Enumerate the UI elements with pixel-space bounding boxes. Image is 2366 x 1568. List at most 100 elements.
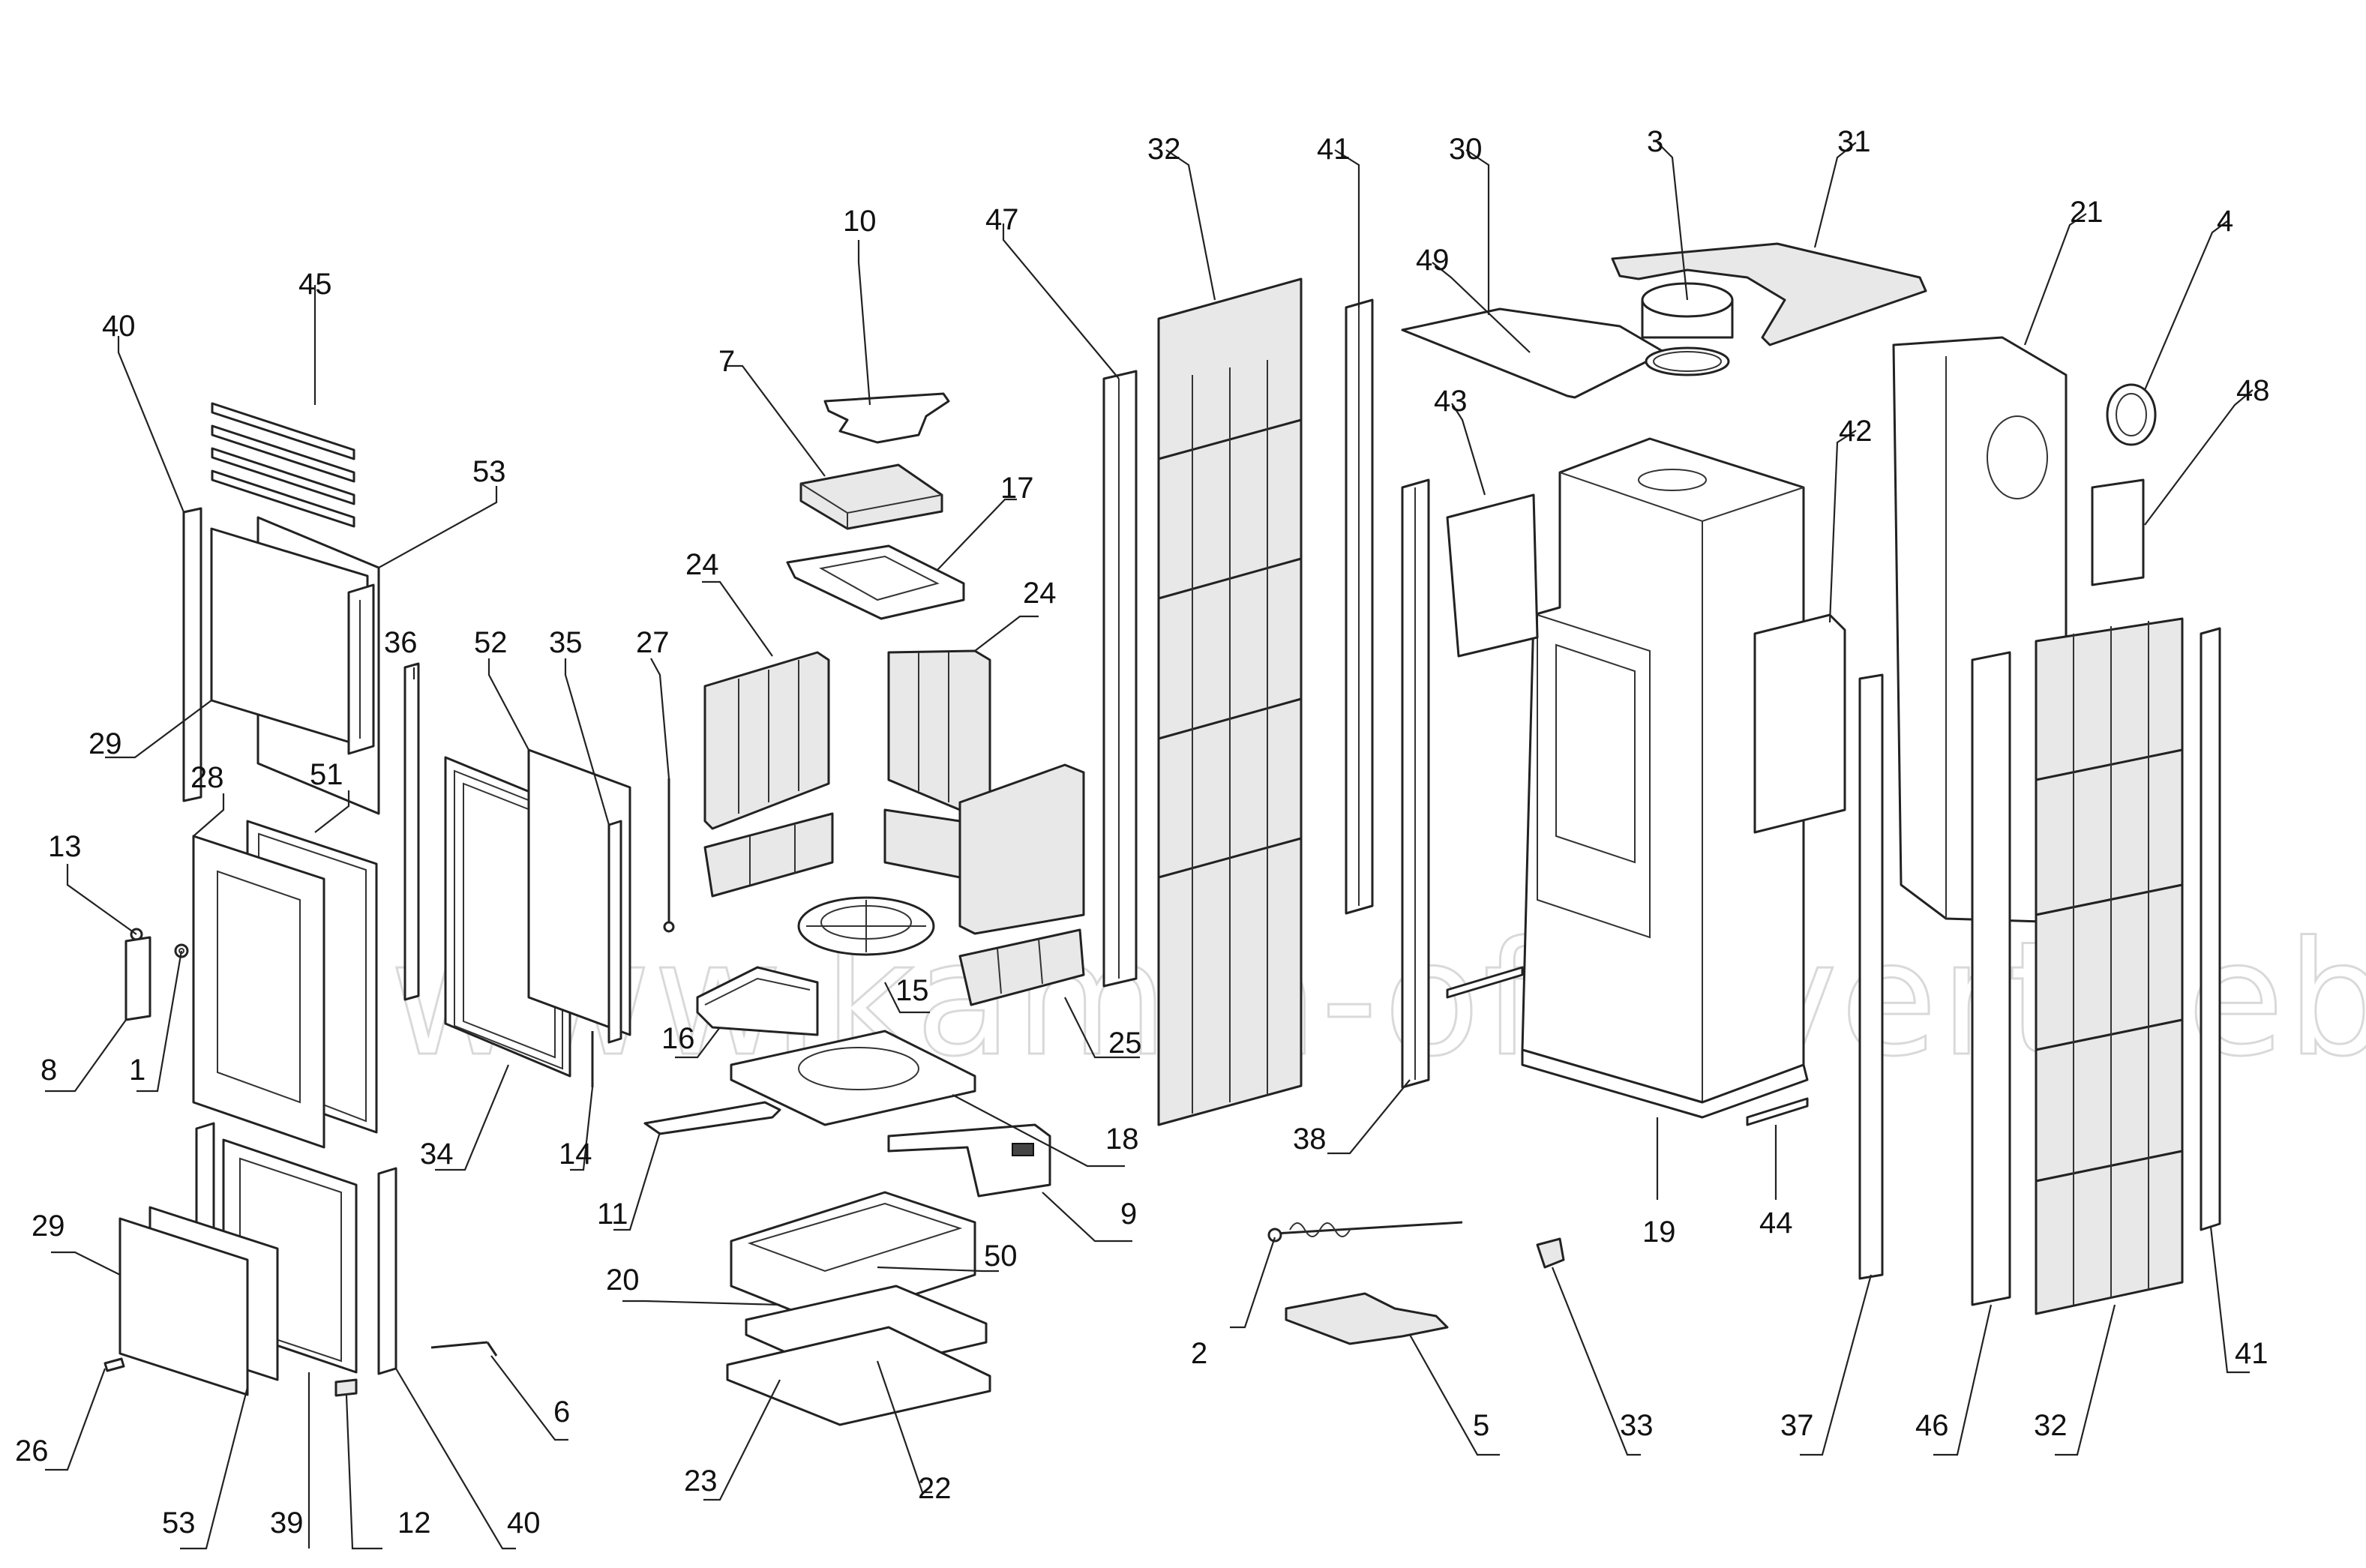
label-28: 28 — [190, 761, 224, 794]
part-37-rail — [1858, 673, 1884, 1280]
part-42-side-panel — [1753, 613, 1846, 834]
label-9: 9 — [1120, 1198, 1137, 1231]
label-12: 12 — [397, 1507, 431, 1540]
part-28-glass-frame — [192, 835, 325, 1149]
part-24-left-lower — [703, 812, 834, 898]
label-30: 30 — [1449, 133, 1483, 166]
part-24-right-lower — [883, 808, 961, 879]
part-26-clip — [103, 1357, 125, 1372]
label-17: 17 — [1000, 472, 1034, 505]
part-18-base-plate — [730, 1030, 976, 1126]
label-16: 16 — [661, 1022, 695, 1055]
label-31: 31 — [1837, 125, 1871, 158]
part-38-column — [1401, 478, 1430, 1089]
part-41-side-rail-b — [2200, 627, 2221, 1231]
label-27: 27 — [636, 626, 670, 659]
label-33: 33 — [1620, 1409, 1654, 1442]
part-33-handle — [1536, 1237, 1565, 1269]
part-40-side-strip-bottom — [377, 1167, 397, 1375]
label-25: 25 — [1108, 1027, 1142, 1060]
label-2: 2 — [1191, 1337, 1207, 1370]
part-36-strip — [403, 662, 420, 1001]
label-24-left: 24 — [685, 548, 719, 581]
label-26: 26 — [15, 1435, 49, 1468]
part-31-top-cover — [1611, 242, 1927, 346]
part-47-side-rail — [1102, 370, 1138, 988]
part-3-collar — [1641, 282, 1734, 339]
part-24-right-brick — [887, 649, 991, 811]
label-29-bottom: 29 — [31, 1210, 65, 1243]
part-17-tray — [786, 544, 965, 620]
label-8: 8 — [40, 1054, 57, 1087]
part-48-label-plate — [2091, 478, 2145, 586]
label-36: 36 — [384, 626, 418, 659]
label-20: 20 — [606, 1264, 640, 1297]
part-46-rail — [1971, 651, 2011, 1306]
label-43: 43 — [1434, 385, 1468, 418]
label-18: 18 — [1105, 1123, 1139, 1156]
part-41-side-rail-a — [1345, 298, 1374, 915]
label-53-top: 53 — [472, 455, 506, 488]
part-side-bracket-top — [347, 583, 375, 755]
part-24-left-brick — [703, 651, 830, 830]
part-7-brick — [799, 463, 943, 530]
part-40-side-strip-top — [182, 507, 202, 802]
label-40-top: 40 — [102, 310, 136, 343]
label-35: 35 — [549, 626, 583, 659]
part-25-grate-holder — [958, 928, 1085, 1006]
label-40-bottom: 40 — [507, 1507, 541, 1540]
label-44: 44 — [1759, 1207, 1793, 1240]
part-49-ring — [1645, 346, 1730, 376]
part-10-baffle — [823, 392, 950, 444]
part-12-clip — [334, 1378, 358, 1397]
part-19-stove-body — [1521, 437, 1809, 1119]
part-52-gasket — [527, 748, 631, 1036]
label-4: 4 — [2217, 205, 2233, 238]
label-3: 3 — [1647, 125, 1663, 158]
part-4-ring — [2106, 383, 2157, 446]
label-41-b: 41 — [2235, 1337, 2269, 1370]
part-29-glass-bottom — [118, 1217, 249, 1396]
part-2-spring-rod — [1267, 1221, 1463, 1243]
label-7: 7 — [718, 345, 735, 378]
label-23: 23 — [684, 1465, 718, 1498]
part-30-top-plate — [1401, 307, 1666, 399]
part-35-strip — [607, 820, 622, 1044]
part-45-strips — [211, 402, 355, 528]
label-15: 15 — [895, 974, 929, 1007]
leader-lines — [45, 142, 2254, 1550]
part-11-lever — [643, 1101, 781, 1135]
part-32-tile-column-right — [2035, 617, 2184, 1315]
label-46: 46 — [1915, 1409, 1949, 1442]
label-10: 10 — [843, 205, 877, 238]
part-rear-brick — [958, 763, 1085, 935]
label-45: 45 — [298, 268, 332, 301]
label-32-right: 32 — [2034, 1409, 2068, 1442]
part-labels: 45 40 53 29 36 52 35 27 28 51 13 8 1 34 … — [15, 125, 2270, 1540]
part-6-rod — [430, 1341, 498, 1357]
label-19: 19 — [1642, 1216, 1676, 1249]
label-39: 39 — [270, 1507, 304, 1540]
label-42: 42 — [1839, 415, 1873, 448]
part-27-rod — [663, 778, 675, 933]
label-49: 49 — [1416, 244, 1450, 277]
label-34: 34 — [420, 1138, 454, 1171]
label-24-right: 24 — [1023, 577, 1057, 610]
label-29-top: 29 — [88, 727, 122, 760]
label-13: 13 — [48, 830, 82, 863]
label-14: 14 — [559, 1138, 592, 1171]
label-53-bottom: 53 — [162, 1507, 196, 1540]
label-51: 51 — [310, 758, 343, 791]
label-48: 48 — [2236, 374, 2270, 407]
part-43-side-panel — [1446, 493, 1539, 658]
label-50: 50 — [984, 1240, 1018, 1273]
label-22: 22 — [918, 1472, 952, 1505]
label-37: 37 — [1780, 1409, 1814, 1442]
label-21: 21 — [2070, 196, 2104, 229]
part-9-bracket — [887, 1123, 1051, 1198]
label-41-a: 41 — [1317, 133, 1351, 166]
part-grate-round — [797, 896, 935, 956]
part-23-plate — [726, 1326, 991, 1426]
part-5-glove — [1285, 1292, 1449, 1345]
